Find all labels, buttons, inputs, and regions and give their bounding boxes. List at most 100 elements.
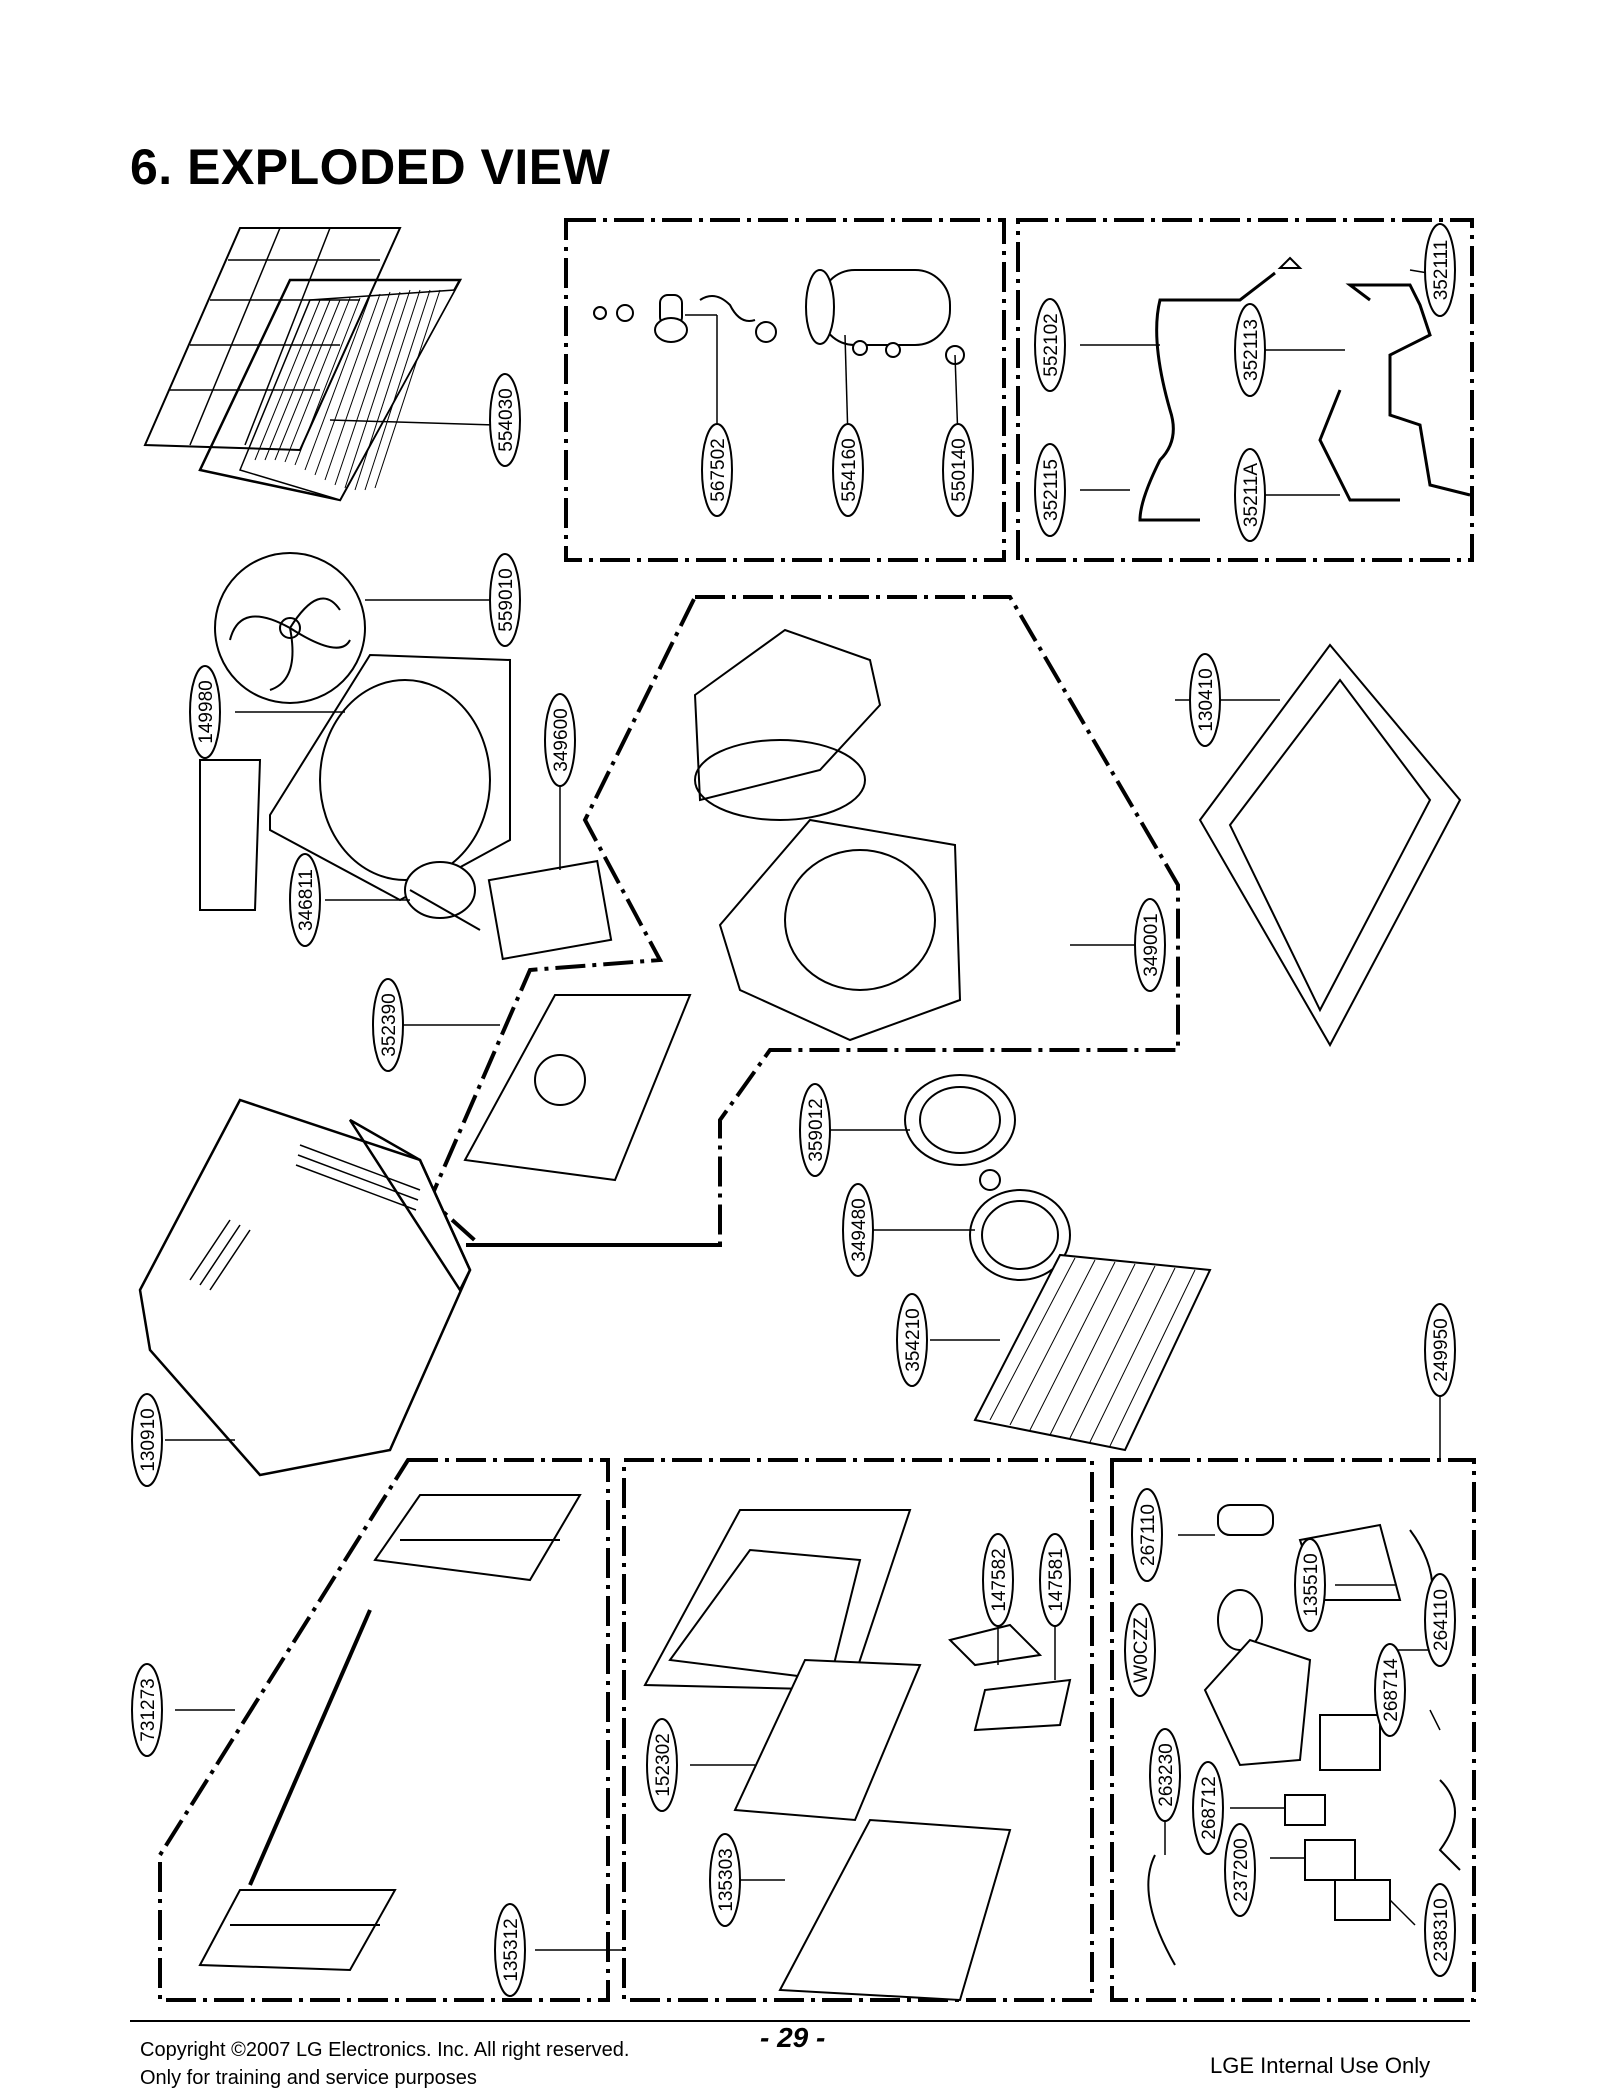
part-code: 550140	[949, 438, 970, 501]
part-label-354210: 354210	[896, 1293, 928, 1387]
part-label-135510: 135510	[1294, 1538, 1326, 1632]
part-code: 147581	[1046, 1548, 1067, 1611]
part-code: 554030	[496, 388, 517, 451]
part-code: 149980	[196, 680, 217, 743]
condenser-fan	[214, 552, 366, 704]
front-grille-group-box	[622, 1458, 1094, 2002]
part-label-349600: 349600	[544, 693, 576, 787]
part-label-147581: 147581	[1039, 1533, 1071, 1627]
part-label-oval	[709, 1833, 741, 1927]
copyright: Copyright ©2007 LG Electronics. Inc. All…	[140, 2036, 629, 2092]
part-label-oval	[1189, 653, 1221, 747]
part-label-552102: 552102	[1034, 298, 1066, 392]
part-label-130410: 130410	[1189, 653, 1221, 747]
part-label-359012: 359012	[799, 1083, 831, 1177]
part-code: 130910	[138, 1408, 159, 1471]
part-label-oval	[1424, 223, 1456, 317]
part-code: 130410	[1196, 668, 1217, 731]
part-label-352111: 352111	[1424, 223, 1456, 317]
part-code: 352390	[379, 993, 400, 1056]
part-code: 552102	[1041, 313, 1062, 376]
part-label-135312: 135312	[494, 1903, 526, 1997]
part-code: 349480	[849, 1198, 870, 1261]
cabinet	[138, 1098, 472, 1477]
part-label-731273: 731273	[131, 1663, 163, 1757]
part-label-oval	[982, 1533, 1014, 1627]
part-label-238310: 238310	[1424, 1883, 1456, 1977]
part-label-oval	[832, 423, 864, 517]
part-code: 267110	[1138, 1504, 1159, 1566]
front-frame	[198, 1494, 582, 1972]
base-pan	[1198, 643, 1462, 1048]
part-label-oval	[1124, 1603, 1156, 1697]
part-label-oval	[1039, 1533, 1071, 1627]
part-label-263230: 263230	[1149, 1728, 1181, 1822]
blower-housing	[693, 628, 962, 1042]
fan-shroud	[269, 653, 511, 902]
part-label-35211A: 35211A	[1234, 448, 1266, 542]
condenser-coil	[143, 227, 463, 502]
part-code: 35211A	[1241, 463, 1262, 527]
part-code: 354210	[903, 1308, 924, 1371]
part-label-567502: 567502	[701, 423, 733, 517]
part-label-oval	[896, 1293, 928, 1387]
part-label-249950: 249950	[1424, 1303, 1456, 1397]
part-label-oval	[842, 1183, 874, 1277]
part-code: W0CZZ	[1131, 1617, 1152, 1683]
part-label-oval	[1234, 448, 1266, 542]
part-code: 349001	[1141, 913, 1162, 976]
part-label-554030: 554030	[489, 373, 521, 467]
part-label-oval	[1034, 298, 1066, 392]
copyright-line-1: Copyright ©2007 LG Electronics. Inc. All…	[140, 2039, 630, 2061]
part-code: 352113	[1241, 319, 1262, 381]
part-code: 554160	[839, 438, 860, 501]
part-label-352113: 352113	[1234, 303, 1266, 397]
part-label-oval	[942, 423, 974, 517]
leader-lines	[165, 269, 1441, 1951]
part-label-oval	[189, 665, 221, 759]
part-label-346811: 346811	[289, 853, 321, 947]
part-label-237200: 237200	[1224, 1823, 1256, 1917]
blower-wheel	[904, 1074, 1071, 1281]
part-label-268712: 268712	[1192, 1761, 1224, 1855]
part-label-149980: 149980	[189, 665, 221, 759]
part-code: 346811	[296, 869, 317, 931]
page-number: - 29 -	[760, 2022, 826, 2053]
part-label-267110: 267110	[1131, 1488, 1163, 1582]
partition-plate	[463, 994, 692, 1182]
part-label-oval	[289, 853, 321, 947]
part-code: 264110	[1431, 1589, 1452, 1651]
part-label-oval	[489, 553, 521, 647]
part-code: 567502	[708, 438, 729, 501]
part-label-147582: 147582	[982, 1533, 1014, 1627]
footer-rule	[130, 2020, 1470, 2022]
part-code: 152302	[653, 1733, 674, 1796]
fan-motor	[199, 759, 613, 961]
part-code: 349600	[551, 708, 572, 771]
internal-use-note: LGE Internal Use Only	[1210, 2053, 1431, 2078]
part-label-oval	[1374, 1643, 1406, 1737]
part-code: 559010	[496, 568, 517, 631]
part-label-oval	[544, 693, 576, 787]
part-label-352115: 352115	[1034, 443, 1066, 537]
part-code: 268712	[1199, 1776, 1220, 1839]
part-label-oval	[131, 1663, 163, 1757]
part-label-268714: 268714	[1374, 1643, 1406, 1737]
part-label-oval	[489, 373, 521, 467]
compressor	[593, 269, 965, 365]
part-code: 135303	[716, 1848, 737, 1911]
part-label-oval	[1149, 1728, 1181, 1822]
part-code: 359012	[806, 1098, 827, 1161]
part-label-554160: 554160	[832, 423, 864, 517]
piping-group-box	[1016, 218, 1474, 562]
control-group-box	[1110, 1458, 1476, 2002]
part-code: 135312	[501, 1918, 522, 1981]
part-code: 352111	[1431, 240, 1452, 301]
part-label-oval	[1424, 1573, 1456, 1667]
front-grille	[643, 1509, 1012, 2002]
part-label-550140: 550140	[942, 423, 974, 517]
part-label-559010: 559010	[489, 553, 521, 647]
part-label-oval	[1224, 1823, 1256, 1917]
part-label-oval	[1034, 443, 1066, 537]
